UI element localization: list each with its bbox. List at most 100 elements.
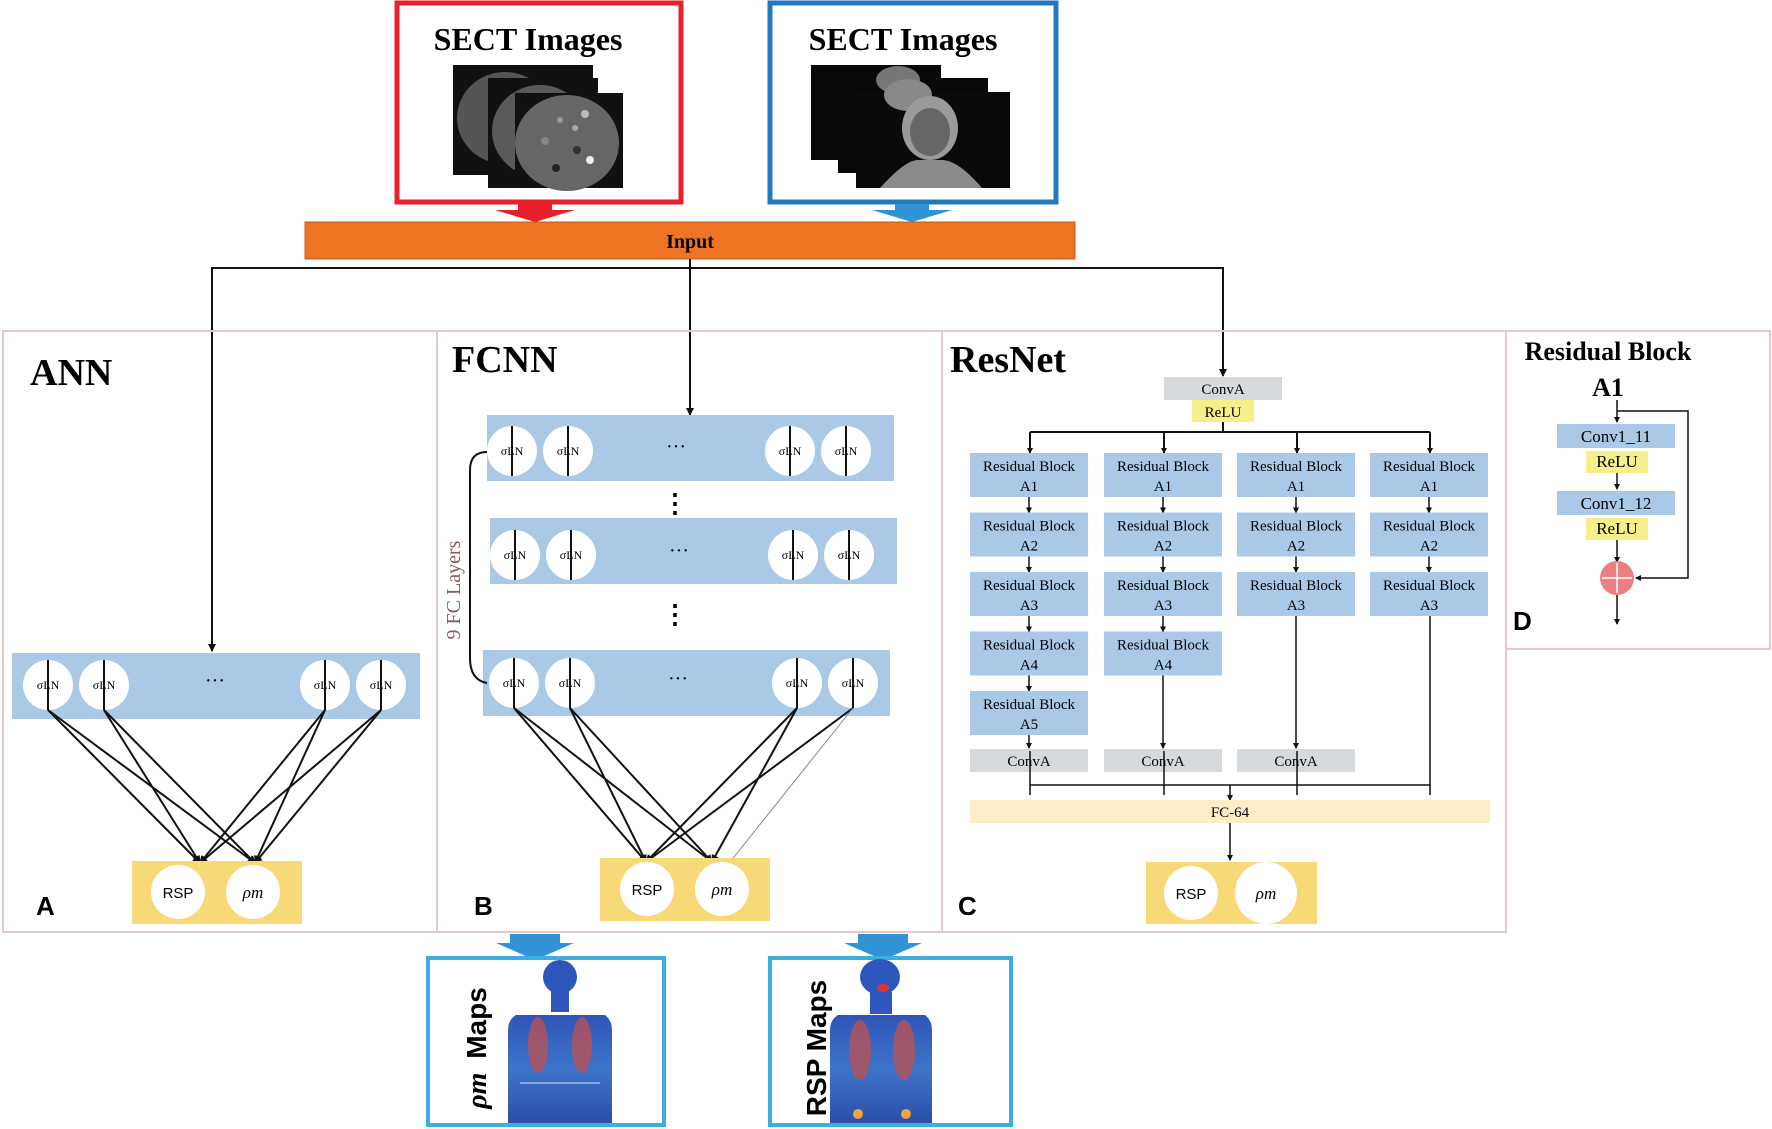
- svg-text:σLN: σLN: [782, 548, 805, 562]
- svg-text:σLN: σLN: [503, 676, 526, 690]
- blue-down-arrow-right: [844, 934, 922, 960]
- residual-block-id: A2: [1020, 539, 1038, 555]
- svg-text:σLN: σLN: [842, 676, 865, 690]
- neuron: σLN: [545, 658, 595, 708]
- resnet-bottom-conv: [1104, 749, 1222, 772]
- panel-residual-block: Residual Block A1 D Conv1_11 ReLU Conv1_…: [1505, 330, 1771, 650]
- rsp-map: RSP Maps: [768, 956, 1013, 1127]
- residual-block: [970, 453, 1088, 497]
- input-connectors: [208, 259, 1227, 652]
- neuron: σLN: [772, 658, 822, 708]
- neuron: σLN: [487, 426, 537, 476]
- neuron: σLN: [821, 426, 871, 476]
- svg-text:σLN: σLN: [501, 444, 524, 458]
- neuron: σLN: [765, 426, 815, 476]
- residual-block: [970, 512, 1088, 557]
- neuron: σLN: [824, 530, 874, 580]
- resnet-bottom-conv: [970, 749, 1088, 772]
- residual-block-label: Residual Block: [1117, 519, 1210, 535]
- resnet-top-conv: [1164, 377, 1282, 400]
- svg-text:RSP: RSP: [632, 882, 663, 899]
- ann-output-rsp: RSP: [151, 865, 205, 919]
- svg-text:Conv1_12: Conv1_12: [1581, 494, 1652, 513]
- panel-letter-b: B: [474, 891, 493, 921]
- density-map-image: [508, 960, 612, 1123]
- residual-block-id: A3: [1420, 598, 1438, 614]
- svg-text:Conv1_11: Conv1_11: [1581, 427, 1651, 446]
- svg-text:ReLU: ReLU: [1596, 519, 1638, 538]
- residual-block-id: A3: [1020, 598, 1038, 614]
- residual-block-id: A1: [1287, 479, 1305, 495]
- svg-text:RSP: RSP: [1176, 886, 1207, 903]
- neuron: σLN: [300, 660, 350, 710]
- residual-sum-node: [1600, 561, 1634, 595]
- ann-connections: [47, 709, 382, 864]
- ann-output-rho: ρm: [226, 865, 280, 919]
- svg-text:σLN: σLN: [557, 444, 580, 458]
- svg-text:FC-64: FC-64: [1211, 805, 1250, 821]
- residual-block: [970, 691, 1088, 735]
- residual-block-label: Residual Block: [983, 578, 1076, 594]
- residual-title-line1: Residual Block: [1525, 337, 1692, 366]
- residual-block-label: Residual Block: [1117, 578, 1210, 594]
- panel-letter-d: D: [1513, 606, 1532, 636]
- fcnn-vertical-ellipsis-2: ⋮: [662, 600, 688, 629]
- red-down-arrow: [495, 204, 575, 222]
- patient-title: SECT Images: [809, 21, 998, 57]
- panel-letter-c: C: [958, 891, 977, 921]
- residual-block-label: Residual Block: [1117, 459, 1210, 475]
- svg-text:σLN: σLN: [559, 676, 582, 690]
- fcnn-vertical-ellipsis-1: ⋮: [662, 489, 688, 518]
- residual-block: [1104, 453, 1222, 497]
- residual-block: [1370, 453, 1488, 497]
- residual-block-id: A3: [1154, 598, 1172, 614]
- neuron: σLN: [79, 660, 129, 710]
- residual-block-label: Residual Block: [1383, 459, 1476, 475]
- residual-conv1: [1557, 424, 1675, 448]
- residual-block-id: A1: [1420, 479, 1438, 495]
- fcnn-title: FCNN: [452, 339, 558, 381]
- svg-text:σLN: σLN: [37, 678, 60, 692]
- residual-relu2: [1586, 518, 1648, 540]
- residual-block-label: Residual Block: [983, 697, 1076, 713]
- sect-images-phantom: SECT Images: [394, 0, 684, 205]
- rsp-map-label: RSP Maps: [801, 980, 832, 1116]
- residual-block-label: Residual Block: [1250, 519, 1343, 535]
- residual-title-line2: A1: [1592, 373, 1624, 402]
- residual-block-label: Residual Block: [1250, 578, 1343, 594]
- svg-text:σLN: σLN: [370, 678, 393, 692]
- residual-block-id: A2: [1420, 539, 1438, 555]
- resnet-bottom-conv: [1237, 749, 1355, 772]
- residual-relu1: [1586, 451, 1648, 473]
- ann-neurons: σLN σLN ··· σLN σLN: [23, 660, 406, 710]
- residual-block: [1237, 453, 1355, 497]
- resnet-top-split: [1027, 422, 1433, 454]
- residual-block: [970, 572, 1088, 616]
- residual-block-label: Residual Block: [983, 459, 1076, 475]
- density-map: ρm Maps: [426, 956, 666, 1127]
- input-bar: Input: [304, 221, 1076, 260]
- svg-text:ReLU: ReLU: [1596, 452, 1638, 471]
- blue-down-arrow: [872, 204, 952, 222]
- svg-text:ρm: ρm: [711, 880, 732, 899]
- resnet-bottom-conv-label: ConvA: [1141, 754, 1185, 770]
- ann-ellipsis: ···: [205, 670, 225, 692]
- residual-block: [1237, 572, 1355, 616]
- svg-text:σLN: σLN: [835, 444, 858, 458]
- fcnn-output-rho: ρm: [695, 862, 749, 916]
- svg-text:σLN: σLN: [504, 548, 527, 562]
- ann-title: ANN: [30, 352, 112, 394]
- svg-text:···: ···: [669, 540, 689, 562]
- residual-block: [1104, 572, 1222, 616]
- svg-text:ReLU: ReLU: [1205, 405, 1242, 421]
- resnet-title: ResNet: [950, 339, 1066, 381]
- residual-block-id: A3: [1287, 598, 1305, 614]
- resnet-output-rsp: RSP: [1164, 866, 1218, 920]
- svg-text:σLN: σLN: [838, 548, 861, 562]
- residual-block: [1104, 512, 1222, 557]
- svg-text:σLN: σLN: [779, 444, 802, 458]
- residual-block-id: A4: [1154, 658, 1173, 674]
- phantom-title: SECT Images: [434, 21, 623, 57]
